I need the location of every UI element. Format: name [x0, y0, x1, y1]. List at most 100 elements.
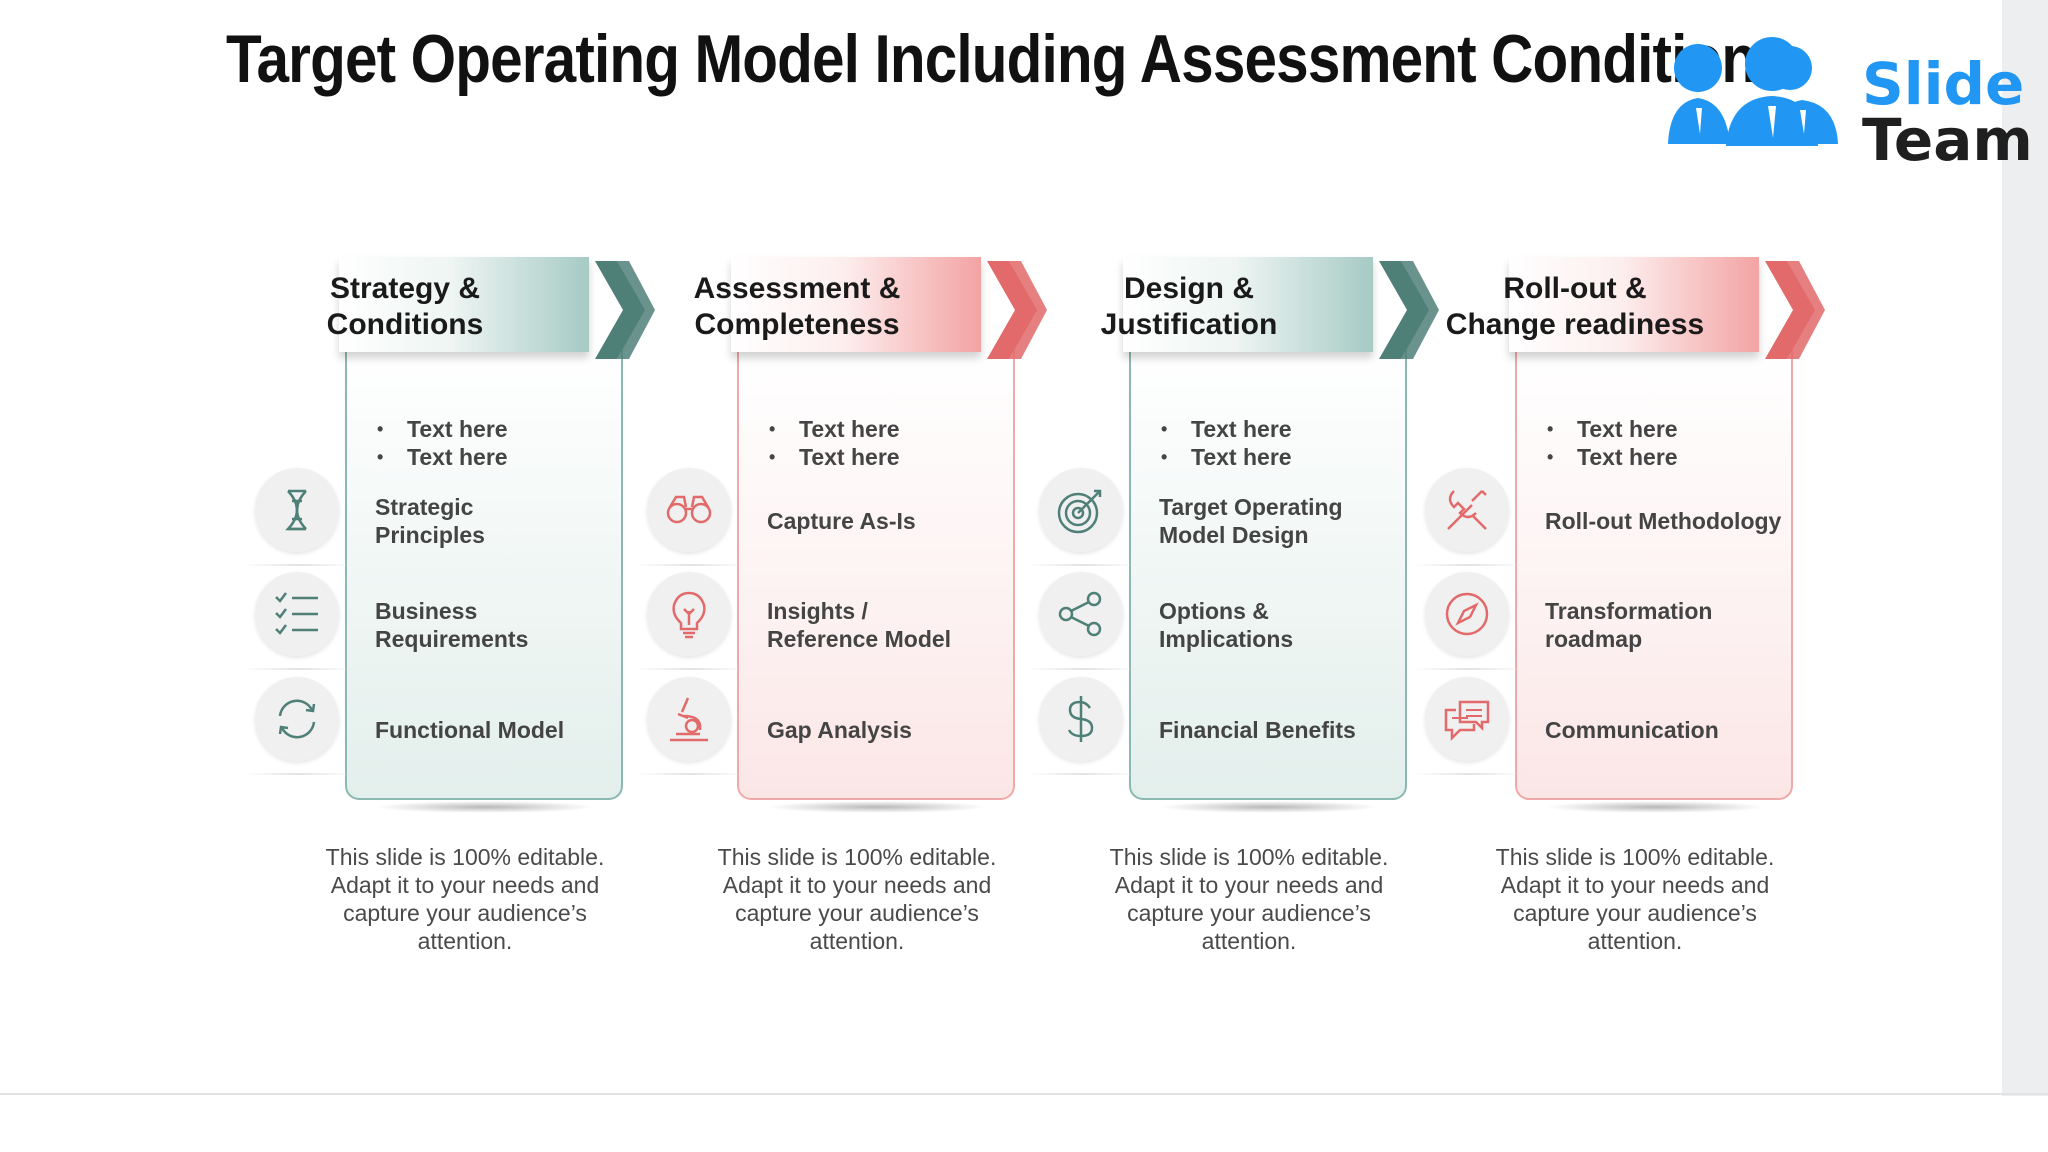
column-heading-line: Design & — [1123, 272, 1255, 305]
column-header-banner — [339, 257, 589, 352]
row-divider — [1027, 668, 1139, 670]
stage-item-label: Options &Implications — [1159, 597, 1293, 653]
column-header-banner — [731, 257, 981, 352]
bullet-item: Text here — [1545, 443, 1678, 471]
column-footer-text: This slide is 100% editable. Adapt it to… — [325, 844, 605, 954]
dna-icon — [285, 489, 307, 531]
checklist-icon — [275, 592, 318, 635]
stage-item-label: Gap Analysis — [767, 716, 912, 744]
column-heading-line: Change readiness — [1445, 308, 1705, 341]
stage-item-line: roadmap — [1545, 626, 1643, 652]
icon-badge — [647, 677, 731, 761]
row-divider — [243, 773, 355, 775]
icon-badge — [1039, 572, 1123, 656]
stage-item-line: Capture As-Is — [767, 508, 916, 534]
column-4: Roll-out &Change readinessText hereText … — [1413, 255, 1845, 975]
stage-item-label: Communication — [1545, 716, 1719, 744]
card-shadow — [1545, 801, 1765, 813]
icon-badge — [255, 677, 339, 761]
chevron-right-icon — [987, 261, 1047, 359]
stage-item-label: Insights /Reference Model — [767, 597, 951, 653]
bullet-list: Text hereText here — [1159, 415, 1292, 471]
logo-word-team: Team — [1862, 106, 2033, 174]
stage-item-line: Implications — [1159, 626, 1294, 652]
stage-item-line: Business — [375, 598, 478, 624]
column-heading-line: Justification — [1100, 308, 1278, 341]
stage-item-label: Transformation roadmap — [1545, 597, 1712, 653]
stage-item-line: Roll-out Methodology — [1545, 508, 1782, 534]
stage-item-line: Functional Model — [375, 717, 565, 743]
column-footer-text: This slide is 100% editable. Adapt it to… — [1109, 844, 1389, 954]
stage-item-line: Requirements — [375, 626, 529, 652]
bullet-item: Text here — [1545, 415, 1678, 443]
stage-item-line: Communication — [1545, 717, 1719, 743]
icon-badge — [255, 468, 339, 552]
tools-icon — [1447, 490, 1487, 530]
stage-item-line: Transformation — [1545, 598, 1713, 624]
stage-item-label: Roll-out Methodology — [1545, 507, 1781, 535]
stage-item-line: Insights / — [767, 598, 868, 624]
slideteam-logo: Slide Team — [1660, 24, 2033, 174]
bullet-item: Text here — [375, 443, 508, 471]
microscope-icon — [670, 697, 708, 742]
lightbulb-icon — [672, 591, 706, 639]
stage-item-label: Functional Model — [375, 716, 564, 744]
stage-item-line: Financial Benefits — [1159, 717, 1356, 743]
column-header-banner — [1123, 257, 1373, 352]
row-divider — [243, 668, 355, 670]
right-edge-strip — [2002, 0, 2048, 1096]
row-divider — [1027, 773, 1139, 775]
page-title: Target Operating Model Including Assessm… — [226, 21, 1789, 97]
column-1: Strategy &ConditionsText hereText hereSt… — [243, 255, 675, 975]
icon-badge — [1039, 677, 1123, 761]
bottom-divider — [0, 1093, 2048, 1095]
card-shadow — [375, 801, 595, 813]
stage-item-line: Principles — [375, 522, 485, 548]
stage-item-line: Gap Analysis — [767, 717, 912, 743]
icon-badge — [1425, 572, 1509, 656]
icon-badge — [1039, 468, 1123, 552]
stage-item-label: Capture As-Is — [767, 507, 916, 535]
chevron-right-icon — [595, 261, 655, 359]
bullet-list: Text hereText here — [767, 415, 900, 471]
column-footer-text: This slide is 100% editable. Adapt it to… — [1495, 844, 1775, 954]
column-heading: Design &Justification — [1039, 271, 1339, 343]
people-icon — [1668, 37, 1838, 146]
row-divider — [243, 564, 355, 566]
icon-badge — [1425, 677, 1509, 761]
stage-item-line: Reference Model — [767, 626, 952, 652]
column-heading-line: Completeness — [694, 308, 900, 341]
bullet-item: Text here — [1159, 443, 1292, 471]
icon-badge — [647, 468, 731, 552]
stage-item-label: Financial Benefits — [1159, 716, 1356, 744]
share-icon — [1058, 591, 1102, 637]
target-icon — [1057, 489, 1102, 534]
card-shadow — [767, 801, 987, 813]
bullet-list: Text hereText here — [1545, 415, 1678, 471]
icon-badge — [647, 572, 731, 656]
icon-badge — [1425, 468, 1509, 552]
column-heading-line: Conditions — [326, 308, 484, 341]
stage-item-line: Options & — [1159, 598, 1269, 624]
column-heading: Assessment &Completeness — [647, 271, 947, 343]
column-heading-line: Assessment & — [693, 272, 901, 305]
row-divider — [635, 773, 747, 775]
refresh-icon — [278, 699, 316, 739]
chevron-right-icon — [1379, 261, 1439, 359]
card-shadow — [1159, 801, 1379, 813]
column-footer-text: This slide is 100% editable. Adapt it to… — [717, 844, 997, 954]
column-2: Assessment &CompletenessText hereText he… — [635, 255, 1067, 975]
row-divider — [1413, 773, 1525, 775]
chevron-right-icon — [1765, 261, 1825, 359]
row-divider — [1413, 668, 1525, 670]
binoculars-icon — [666, 495, 712, 524]
row-divider — [635, 668, 747, 670]
column-header-banner — [1509, 257, 1759, 352]
icon-badge — [255, 572, 339, 656]
column-heading: Roll-out &Change readiness — [1425, 271, 1725, 343]
logo-word-slide: Slide — [1862, 50, 2025, 118]
chat-icon — [1444, 700, 1490, 742]
bullet-item: Text here — [767, 415, 900, 443]
